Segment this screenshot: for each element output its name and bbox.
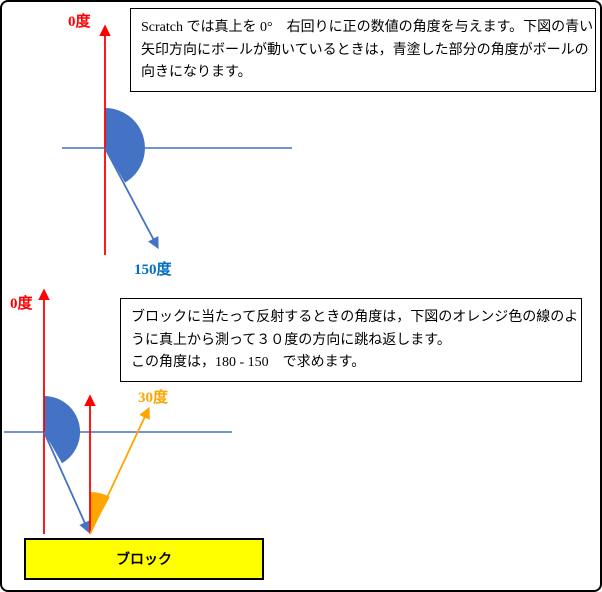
- bottom-note-box: ブロックに当たって反射するときの角度は，下図のオレンジ色の線のよ うに真上から測…: [120, 298, 582, 383]
- top-note-line-3: 向きになります。: [141, 65, 252, 81]
- angle-wedge-150: [105, 108, 145, 183]
- block-label: ブロック: [116, 553, 172, 568]
- reflection-direction-arrow: [89, 406, 150, 535]
- bottom-zero-degree-label: 0度: [10, 296, 33, 312]
- top-note-box: Scratch では真上を 0° 右回りに正の数値の角度を与えます。下図の青い …: [130, 8, 596, 93]
- block: ブロック: [24, 538, 264, 580]
- bottom-note-line-1: ブロックに当たって反射するときの角度は，下図のオレンジ色の線のよ: [131, 310, 579, 325]
- top-zero-degree-label: 0度: [68, 14, 91, 30]
- bottom-note-line-3: この角度は，180 - 150 で求めます。: [131, 355, 366, 371]
- ball-direction-arrow: [104, 147, 159, 250]
- bottom-note-line-2: うに真上から測って３０度の方向に跳ね返します。: [131, 332, 451, 348]
- angle-wedge-150-bottom: [44, 396, 81, 464]
- top-note-line-2: 矢印方向にボールが動いているときは，青塗した部分の角度がボールの: [141, 42, 589, 58]
- incoming-ball-arrow: [43, 431, 90, 534]
- angle-30-label: 30度: [138, 390, 169, 406]
- top-note-line-1: Scratch では真上を 0° 右回りに正の数値の角度を与えます。下図の青い: [141, 20, 594, 35]
- angle-150-label: 150度: [134, 262, 172, 278]
